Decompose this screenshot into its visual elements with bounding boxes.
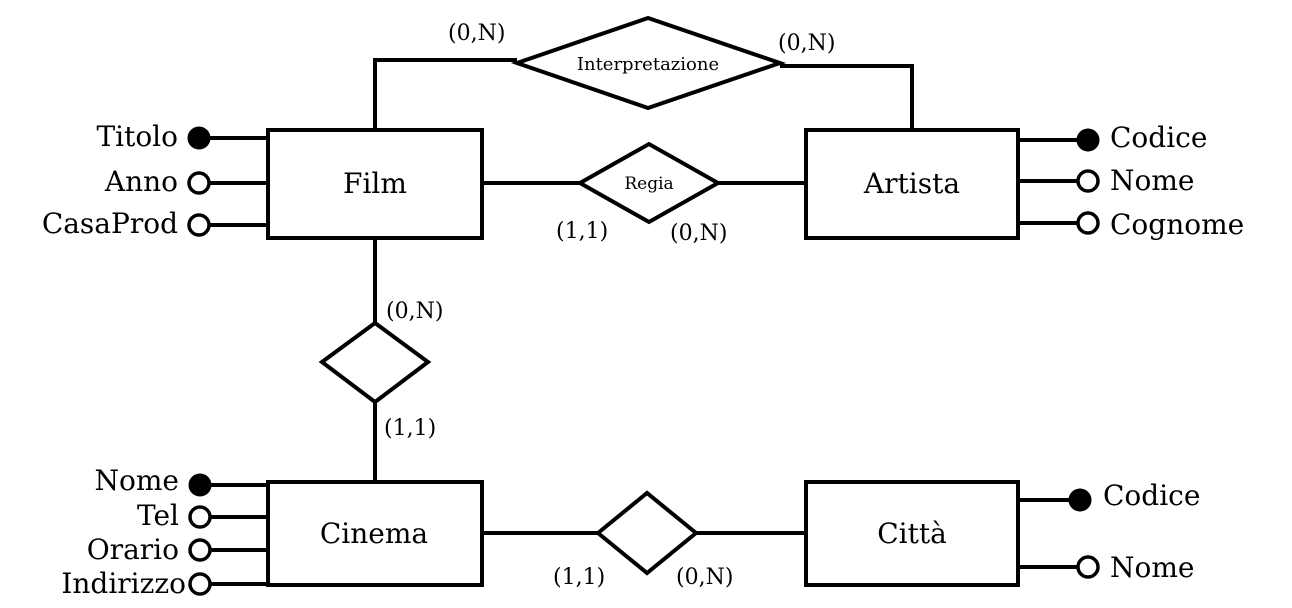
key-attribute-marker <box>1068 488 1092 512</box>
edge-film-interpretazione <box>373 58 517 130</box>
entity-cinema: Cinema <box>266 480 484 587</box>
attribute-cinema-nome: Nome <box>95 464 268 497</box>
relationship-diamond <box>594 490 700 576</box>
cardinality-interpretazione-film: (0,N) <box>448 21 505 46</box>
entity-artista: Artista <box>804 128 1020 240</box>
cardinality-sede-citta: (0,N) <box>676 565 733 590</box>
attribute-marker <box>1076 555 1100 579</box>
attribute-label: CasaProd <box>42 207 178 240</box>
relationship-diamond <box>318 320 432 405</box>
cardinality-interpretazione-artista: (0,N) <box>778 31 835 56</box>
entity-label: Cinema <box>320 517 428 550</box>
attribute-cinema-indirizzo: Indirizzo <box>61 567 268 600</box>
key-attribute-marker <box>188 473 212 497</box>
relationship-sede <box>594 490 700 576</box>
attribute-label: Nome <box>95 464 179 497</box>
attribute-film-anno: Anno <box>104 165 268 198</box>
cardinalities: (0,N) (0,N) (1,1) (0,N) (0,N) (1,1) (1,1… <box>384 21 835 590</box>
cardinality-proiezione-film: (0,N) <box>386 299 443 324</box>
attribute-marker <box>187 171 211 195</box>
attribute-label: Tel <box>137 499 179 532</box>
cardinality-proiezione-cinema: (1,1) <box>384 416 436 441</box>
entity-box <box>266 128 484 240</box>
entity-label: Artista <box>863 167 960 200</box>
entity-box <box>804 128 1020 240</box>
attribute-label: Indirizzo <box>61 567 186 600</box>
cardinality-regia-film: (1,1) <box>556 219 608 244</box>
attribute-citta-nome: Nome <box>1018 551 1194 584</box>
attribute-artista-codice: Codice <box>1018 121 1207 154</box>
relationship-label: Interpretazione <box>577 54 719 75</box>
attribute-film-casaprod: CasaProd <box>42 207 268 240</box>
attribute-marker <box>1076 169 1100 193</box>
relationship-diamond <box>510 15 787 111</box>
key-attribute-marker <box>187 126 211 150</box>
relationship-proiezione <box>318 320 432 405</box>
entity-film: Film <box>266 128 484 240</box>
relationship-interpretazione: Interpretazione <box>510 15 787 111</box>
entity-box <box>266 480 484 587</box>
attribute-citta-codice: Codice <box>1018 479 1200 512</box>
attribute-label: Codice <box>1110 121 1207 154</box>
attribute-cinema-tel: Tel <box>137 499 268 532</box>
attribute-cinema-orario: Orario <box>87 533 268 566</box>
edge-interpretazione-artista <box>780 64 914 130</box>
attribute-label: Anno <box>104 165 178 198</box>
attribute-marker <box>1076 211 1100 235</box>
cardinality-regia-artista: (0,N) <box>670 221 727 246</box>
entity-citta: Città <box>804 480 1020 587</box>
relationship-diamond <box>575 141 723 225</box>
attribute-label: Codice <box>1103 479 1200 512</box>
relationship-regia: Regia <box>575 141 723 225</box>
cardinality-sede-cinema: (1,1) <box>553 565 605 590</box>
attribute-marker <box>188 505 212 529</box>
entity-label: Città <box>877 517 947 550</box>
attribute-artista-cognome: Cognome <box>1018 208 1244 241</box>
attribute-label: Nome <box>1110 164 1194 197</box>
attribute-film-titolo: Titolo <box>96 120 268 153</box>
attribute-marker <box>187 213 211 237</box>
relationship-label: Regia <box>624 174 673 194</box>
entity-label: Film <box>343 167 407 200</box>
attribute-marker <box>188 572 212 596</box>
attribute-label: Titolo <box>96 120 178 153</box>
attribute-marker <box>188 538 212 562</box>
key-attribute-marker <box>1076 128 1100 152</box>
entity-box <box>804 480 1020 587</box>
attribute-label: Orario <box>87 533 179 566</box>
attribute-artista-nome: Nome <box>1018 164 1194 197</box>
attribute-label: Cognome <box>1110 208 1244 241</box>
connections <box>373 58 914 535</box>
attribute-label: Nome <box>1110 551 1194 584</box>
